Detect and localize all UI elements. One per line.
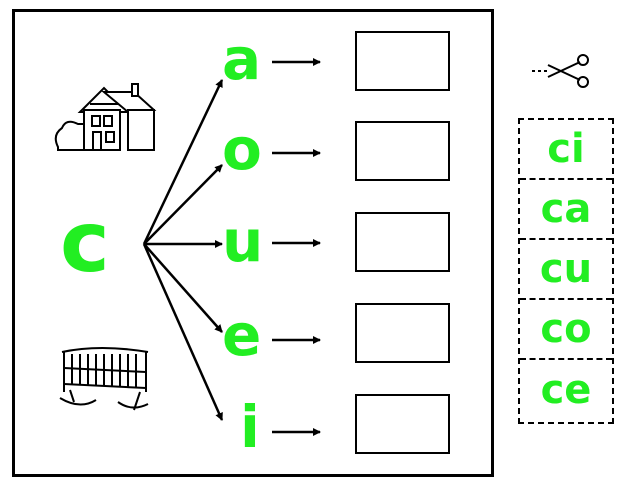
scissors-icon	[532, 54, 589, 88]
syllable-card-1[interactable]: ci	[520, 120, 612, 180]
fan-arrow-e	[143, 243, 223, 333]
vowel-u: u	[222, 207, 264, 275]
fan-arrow-o	[143, 164, 223, 245]
vowel-i: i	[240, 393, 260, 461]
answer-box-e[interactable]	[355, 303, 450, 363]
crib-icon	[59, 347, 149, 411]
answer-box-o[interactable]	[355, 121, 450, 181]
fan-arrow-a	[142, 79, 224, 245]
main-letter-c: c	[60, 193, 110, 291]
answer-box-u[interactable]	[355, 212, 450, 272]
syllable-card-4[interactable]: co	[520, 300, 612, 360]
cut-out-strip: ci ca cu co ce	[518, 118, 614, 424]
answer-box-i[interactable]	[355, 394, 450, 454]
vowel-a: a	[222, 25, 262, 93]
house-icon	[54, 83, 157, 151]
answer-box-a[interactable]	[355, 31, 450, 91]
vowel-e: e	[222, 301, 262, 369]
syllable-card-3[interactable]: cu	[520, 240, 612, 300]
vowel-o: o	[222, 115, 262, 183]
fan-arrow-i	[142, 243, 224, 421]
syllable-card-2[interactable]: ca	[520, 180, 612, 240]
syllable-card-5[interactable]: ce	[540, 367, 592, 413]
worksheet-frame	[12, 9, 494, 477]
